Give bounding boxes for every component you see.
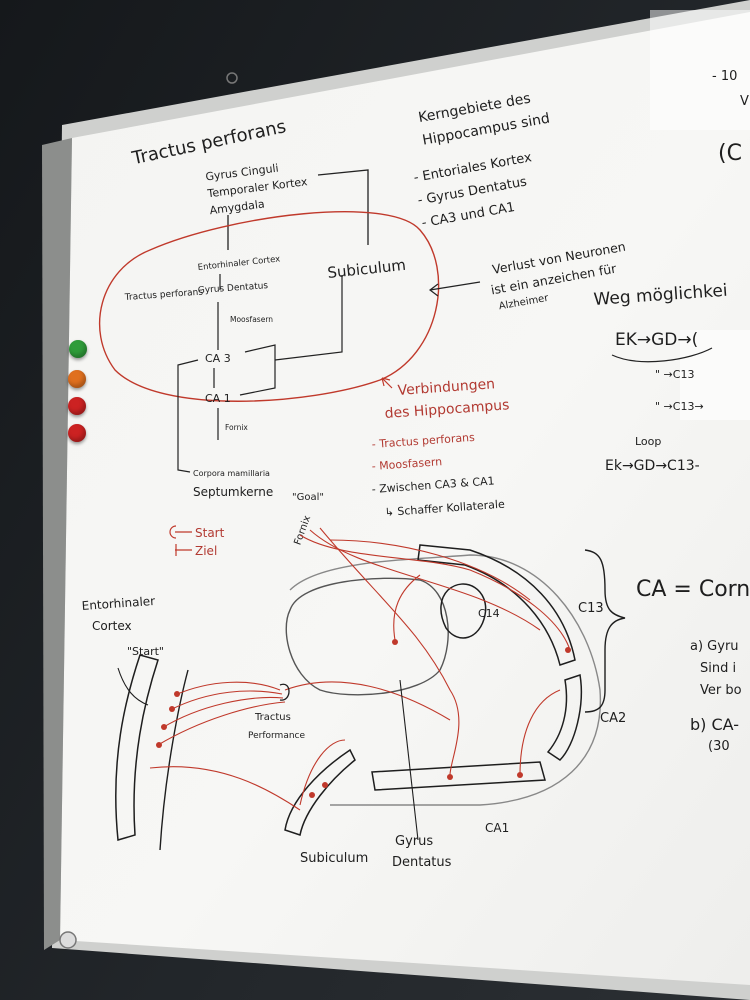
weg-underline [611, 347, 713, 363]
tractus-hook [279, 683, 290, 701]
ca3-ca1-bracket [239, 344, 276, 396]
edge-fragment-1: - 10 [712, 69, 737, 84]
ca3-band [417, 544, 576, 666]
weg-ditto-2: " →C13→ [655, 400, 704, 413]
red-magnet[interactable] [68, 424, 86, 442]
arrow-verbindungen-to-oval [381, 377, 393, 389]
legend-ziel: Ziel [195, 544, 217, 558]
flow-fornix: Fornix [225, 423, 248, 432]
ca2-band [546, 674, 583, 761]
hippocampus-outer-grey [289, 554, 602, 806]
red-dots [156, 639, 571, 798]
diagram-start: "Start" [127, 645, 164, 658]
flow-ca3: CA 3 [205, 352, 231, 365]
red-pathways [149, 527, 571, 811]
diagram-ca1: CA1 [485, 821, 509, 835]
verbindungen-item-2: - Moosfasern [371, 455, 442, 473]
verbindungen-title-1: Verbindungen [397, 376, 495, 399]
orange-magnet[interactable] [68, 370, 86, 388]
arrow-verlust-to-oval [429, 281, 481, 297]
output-corpora: Corpora mamillaria [193, 469, 270, 478]
diagram-gyrus-1: Gyrus [395, 834, 433, 849]
diagram-ca4: C14 [478, 607, 500, 620]
ca3-to-subiculum [274, 275, 343, 361]
diagram-subiculum: Subiculum [300, 851, 368, 866]
legend-ziel-symbol [175, 544, 192, 556]
ca-bracket [584, 549, 626, 713]
eraser-holder [59, 931, 77, 949]
gyrus-pointer [399, 679, 419, 841]
flow-ca1: CA 1 [205, 392, 231, 405]
weg-line-1: EK→GD→( [615, 330, 698, 350]
diagram-tractus-2: Performance [248, 731, 305, 741]
reflection [650, 10, 750, 130]
hippocampus-red-outline [99, 211, 440, 402]
diagram-gyrus-2: Dentatus [392, 855, 452, 870]
diagram-ca2: CA2 [600, 711, 626, 726]
board-edge-shadow [42, 138, 72, 950]
diagram-ca3: C13 [578, 601, 604, 616]
flow-gyrus-dentatus: Gyrus Dentatus [198, 281, 269, 296]
start-pointer [117, 667, 149, 706]
reflection [680, 330, 750, 420]
ca-corn-a-2: Sind i [700, 661, 736, 676]
edge-fragment-3: (C [718, 141, 742, 166]
hippocampus-inner-grey [285, 577, 449, 696]
ca1-band [371, 761, 546, 791]
weg-loop-label: Loop [635, 435, 661, 448]
ca1-loop-left [177, 359, 199, 473]
board-clip [226, 72, 238, 84]
diagram-entorhinaler-2: Cortex [92, 619, 132, 633]
ca-corn-b-2: (30 [708, 739, 730, 754]
ca4-blob [440, 583, 487, 639]
ca-corn-a-1: a) Gyru [690, 639, 739, 654]
entorhinal-strip [115, 654, 159, 841]
diagram-goal: "Goal" [292, 492, 324, 503]
ca-corn-title: CA = Corn [636, 577, 750, 602]
weg-ditto-1: " →C13 [655, 368, 694, 381]
green-magnet[interactable] [69, 340, 87, 358]
flow-moosfasern: Moosfasern [230, 315, 273, 324]
board-surface [60, 12, 750, 985]
legend-start-symbol [169, 525, 192, 539]
edge-fragment-2: V [740, 94, 749, 109]
red-magnet[interactable] [68, 397, 86, 415]
weg-loop: Ek→GD→C13- [605, 458, 700, 474]
entorhinal-strip-outer [159, 669, 189, 851]
arrow-subiculum-loop-up [317, 169, 369, 245]
output-septumkerne: Septumkerne [193, 485, 273, 499]
diagram-tractus-1: Tractus [254, 712, 291, 723]
ca-corn-b-1: b) CA- [690, 715, 739, 734]
legend-start: Start [195, 526, 225, 540]
subiculum-shape [284, 748, 356, 836]
diagram-entorhinaler-1: Entorhinaler [81, 594, 155, 613]
ca-corn-a-3: Ver bo [700, 683, 742, 698]
